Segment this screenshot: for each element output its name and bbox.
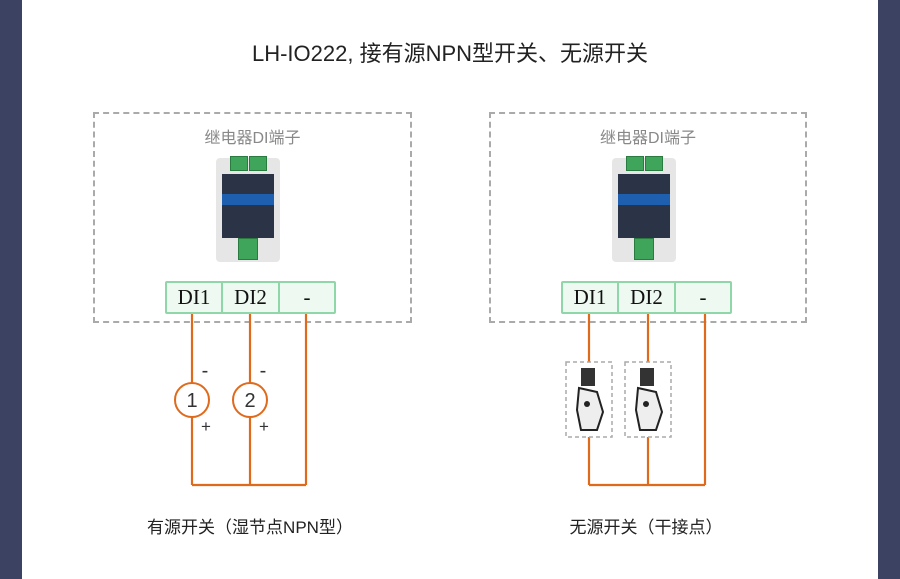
switch-pivot [643, 401, 649, 407]
terminal-di1: DI1 [563, 283, 619, 312]
minus-sign: - [260, 360, 267, 382]
right-caption: 无源开关（干接点） [569, 518, 723, 537]
minus-sign: - [202, 360, 209, 382]
toggle-switch-icon [581, 368, 595, 386]
relay-module-image [612, 154, 676, 268]
source-label: 1 [186, 390, 197, 412]
left-relay-box: 继电器DI端子 [93, 112, 412, 323]
terminal-di2: DI2 [223, 283, 280, 312]
canvas [22, 0, 878, 579]
left-caption: 有源开关（湿节点NPN型） [147, 518, 353, 537]
toggle-switch-icon [634, 386, 664, 431]
right-terminal-strip: DI1 DI2 - [561, 281, 732, 314]
plus-sign: + [259, 417, 269, 436]
box-label: 继电器DI端子 [599, 130, 696, 147]
terminal-di2: DI2 [619, 283, 676, 312]
switch-pivot [584, 401, 590, 407]
source-label: 2 [244, 390, 255, 412]
left-terminal-strip: DI1 DI2 - [165, 281, 336, 314]
power-source-icon [232, 382, 268, 418]
box-label: 继电器DI端子 [204, 130, 301, 147]
power-source-icon [174, 382, 210, 418]
toggle-switch-icon [640, 368, 654, 386]
relay-module-image [216, 154, 280, 268]
terminal-di1: DI1 [167, 283, 223, 312]
terminal-common: - [303, 285, 311, 309]
toggle-switch-icon [575, 386, 605, 431]
terminal-common: - [699, 285, 707, 309]
plus-sign: + [201, 417, 211, 436]
page-title: LH-IO222, 接有源NPN型开关、无源开关 [251, 41, 649, 66]
